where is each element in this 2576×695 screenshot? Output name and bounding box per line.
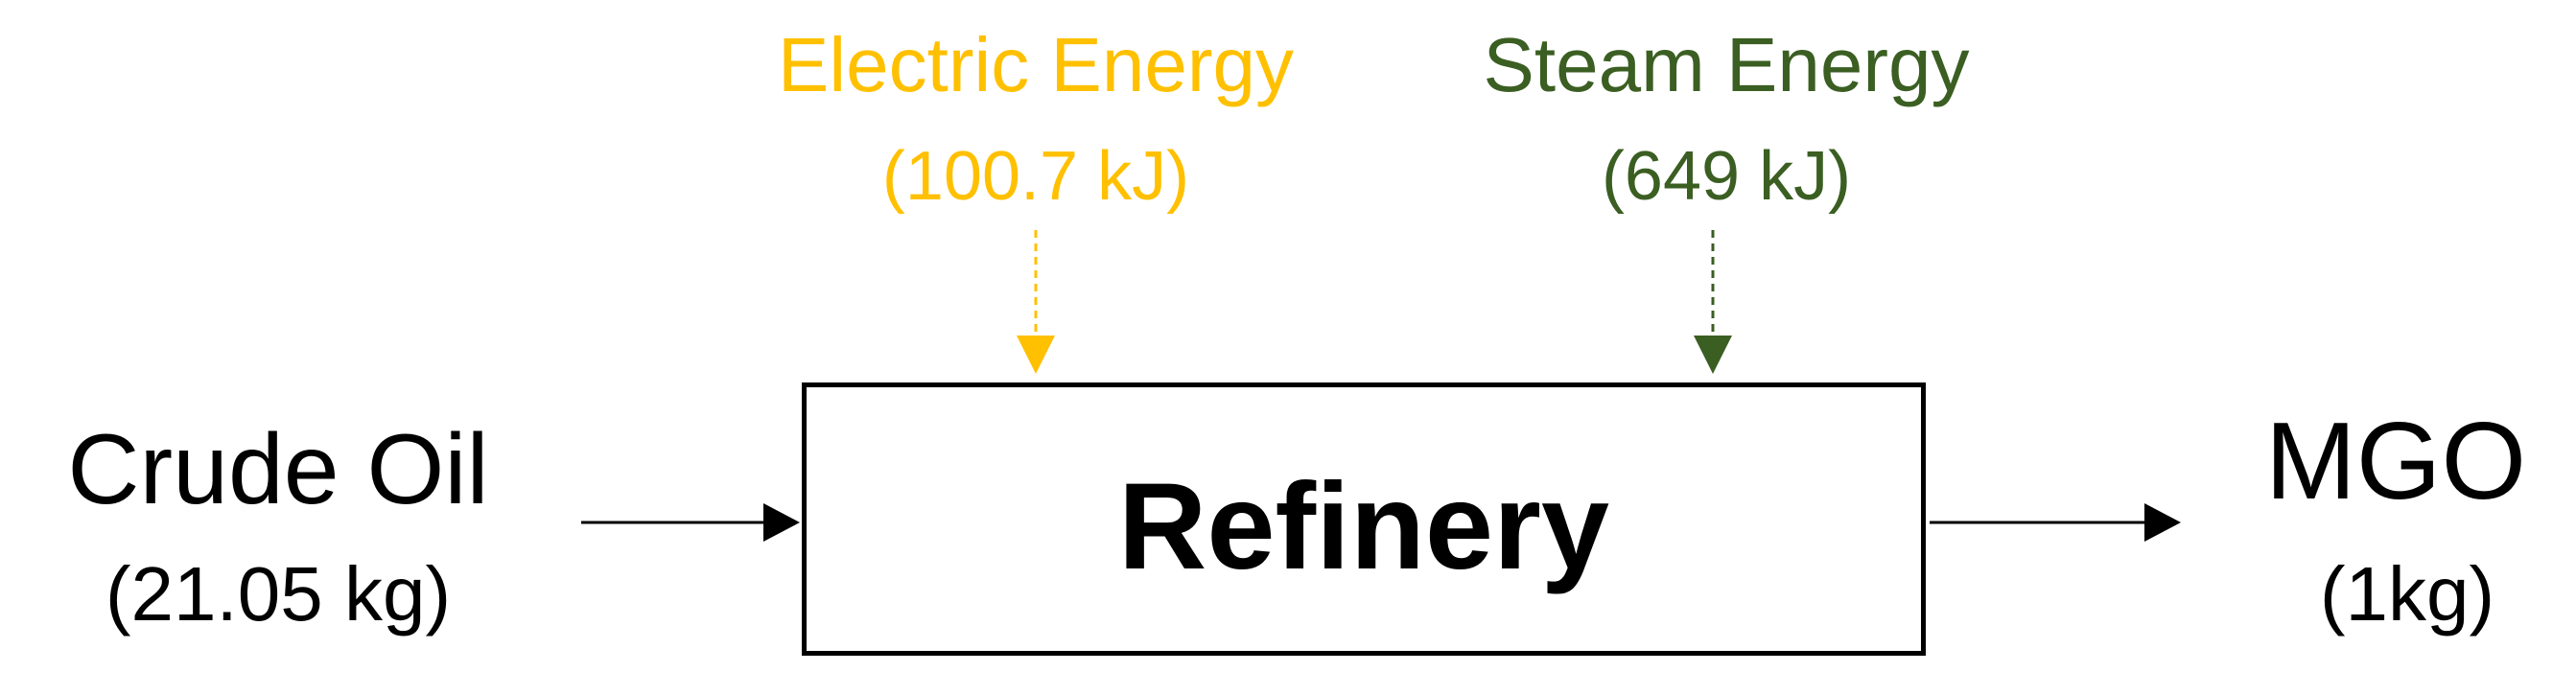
mgo-value: (1kg) (2319, 551, 2495, 637)
crude-oil-label: Crude Oil (67, 414, 489, 525)
crude-oil-arrow (581, 503, 800, 542)
electric-energy-arrow (1017, 230, 1055, 374)
refinery-label: Refinery (1117, 458, 1610, 595)
mgo-label: MGO (2264, 401, 2527, 522)
crude-oil-value: (21.05 kg) (105, 551, 452, 637)
steam-energy-label: Steam Energy (1483, 22, 1970, 107)
steam-energy-value: (649 kJ) (1601, 138, 1852, 215)
refinery-box: Refinery (802, 382, 1926, 656)
electric-energy-label: Electric Energy (778, 22, 1294, 107)
steam-energy-arrow (1694, 230, 1732, 374)
electric-energy-value: (100.7 kJ) (881, 138, 1190, 215)
mgo-output-arrow (1930, 503, 2181, 542)
